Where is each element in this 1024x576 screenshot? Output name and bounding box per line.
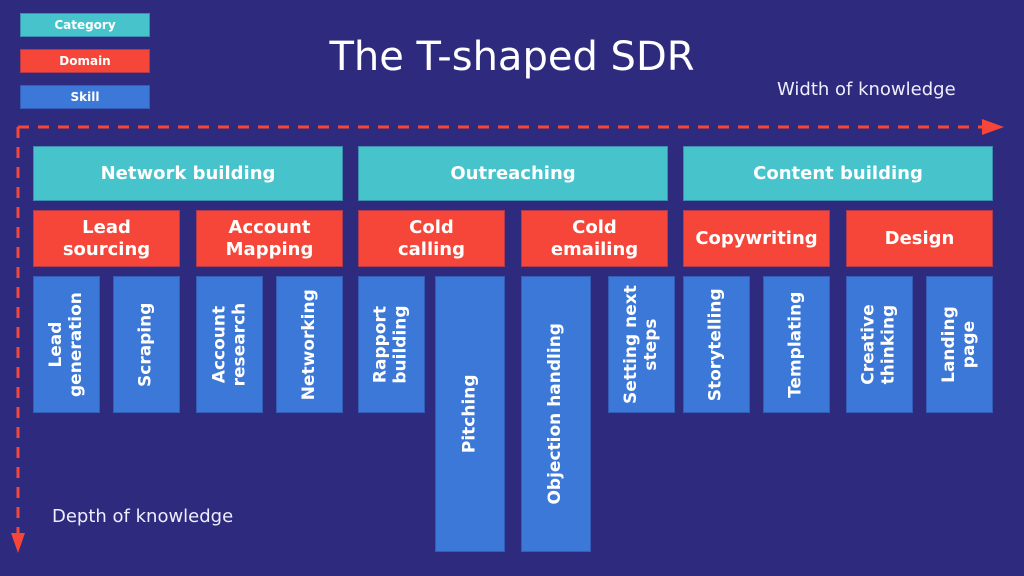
skill-label: Account research	[208, 302, 249, 387]
category-box: Content building	[683, 146, 993, 201]
domain-box: Lead sourcing	[33, 210, 180, 267]
skill-label: Creative thinking	[858, 304, 899, 385]
skill-label: Setting next steps	[620, 285, 661, 404]
domain-label: Copywriting	[695, 227, 818, 249]
page-title: The T-shaped SDR	[329, 34, 695, 80]
domain-label: Cold emailing	[550, 216, 639, 260]
category-label: Content building	[753, 163, 923, 184]
domain-label: Design	[884, 227, 955, 249]
skill-label: Storytelling	[705, 288, 726, 401]
skill-box: Pitching	[435, 276, 505, 552]
skill-box: Scraping	[113, 276, 180, 413]
skill-label: Rapport building	[370, 305, 411, 384]
category-box: Outreaching	[358, 146, 668, 201]
legend-skill: Skill	[20, 85, 150, 109]
skill-box: Setting next steps	[608, 276, 675, 413]
skill-label: Scraping	[135, 302, 156, 387]
category-label: Outreaching	[450, 163, 576, 184]
legend-domain: Domain	[20, 49, 150, 73]
skill-box: Templating	[763, 276, 830, 413]
skill-box: Creative thinking	[846, 276, 913, 413]
skill-label: Networking	[298, 288, 319, 401]
skill-box: Account research	[196, 276, 263, 413]
skill-label: Templating	[785, 291, 806, 398]
depth-axis-label: Depth of knowledge	[52, 506, 234, 527]
skill-box: Storytelling	[683, 276, 750, 413]
skill-box: Objection handling	[521, 276, 591, 552]
width-axis-label: Width of knowledge	[777, 79, 956, 100]
skill-label: Lead generation	[45, 292, 86, 397]
category-label: Network building	[100, 163, 276, 184]
domain-box: Cold calling	[358, 210, 505, 267]
domain-label: Cold calling	[397, 216, 466, 260]
skill-label: Pitching	[459, 374, 480, 454]
legend-category: Category	[20, 13, 150, 37]
skill-box: Landing page	[926, 276, 993, 413]
domain-label: Account Mapping	[225, 216, 314, 260]
skill-box: Rapport building	[358, 276, 425, 413]
domain-box: Copywriting	[683, 210, 830, 267]
category-box: Network building	[33, 146, 343, 201]
depth-arrowhead-icon	[11, 533, 25, 553]
skill-box: Networking	[276, 276, 343, 413]
skill-box: Lead generation	[33, 276, 100, 413]
width-arrowhead-icon	[982, 119, 1004, 135]
domain-box: Cold emailing	[521, 210, 668, 267]
domain-box: Design	[846, 210, 993, 267]
domain-label: Lead sourcing	[62, 216, 151, 260]
skill-label: Landing page	[938, 306, 979, 383]
skill-label: Objection handling	[545, 323, 566, 505]
domain-box: Account Mapping	[196, 210, 343, 267]
